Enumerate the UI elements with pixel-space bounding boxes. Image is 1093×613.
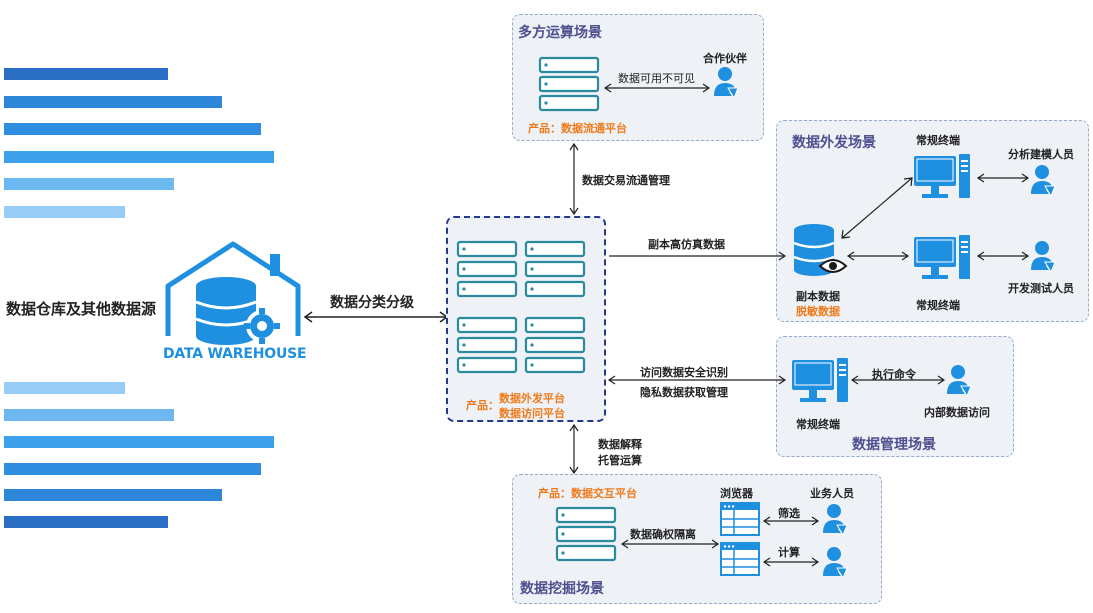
compute-label: 计算 — [778, 546, 800, 559]
business-person-icon — [823, 547, 848, 580]
isolation-arrow — [620, 539, 720, 549]
center-product-prefix: 产品： — [466, 399, 499, 412]
mining-product: 产品：数据交互平台 — [538, 487, 637, 500]
replica-link-label: 副本高仿真数据 — [648, 238, 725, 251]
analyst-label: 分析建模人员 — [1008, 148, 1074, 161]
desktop-computer-icon — [792, 358, 848, 402]
desktop-computer-icon — [914, 154, 970, 198]
trade-vertical-arrow — [569, 142, 579, 216]
mining-scene-title: 数据挖掘场景 — [520, 581, 604, 597]
internal-access-label: 内部数据访问 — [924, 406, 990, 419]
db-to-terminal2-arrow — [846, 251, 910, 261]
bar — [4, 178, 174, 190]
filter-arrow — [762, 516, 820, 526]
masked-label: 脱敏数据 — [796, 305, 840, 318]
bar — [4, 463, 261, 475]
security-link-line1: 访问数据安全识别 — [640, 366, 728, 379]
tester-label: 开发测试人员 — [1008, 282, 1074, 295]
compute-arrow — [762, 557, 820, 567]
classification-label: 数据分类分级 — [330, 295, 414, 311]
server-rack-icon — [456, 240, 586, 374]
bar — [4, 206, 125, 218]
server-stack-icon — [538, 56, 600, 112]
security-link-line2: 隐私数据获取管理 — [640, 386, 728, 399]
database-eye-icon — [793, 224, 848, 276]
desktop-computer-icon — [914, 235, 970, 279]
internal-person-icon — [947, 365, 972, 398]
server-stack-icon — [555, 506, 617, 562]
outbound-scene-title: 数据外发场景 — [792, 135, 876, 151]
business-label: 业务人员 — [810, 487, 854, 500]
db-to-terminal-arrow — [841, 177, 913, 239]
terminal-to-tester-arrow — [976, 251, 1030, 261]
mining-vertical-arrow — [569, 423, 579, 475]
mgmt-scene-title: 数据管理场景 — [852, 437, 936, 453]
bar — [4, 96, 222, 108]
browser-window-icon — [720, 502, 760, 536]
bar — [4, 151, 274, 163]
center-product-line2: 数据访问平台 — [499, 407, 565, 420]
mpc-link-arrow — [603, 83, 711, 93]
bar — [4, 68, 168, 80]
command-arrow — [850, 375, 946, 385]
filter-label: 筛选 — [778, 507, 800, 520]
outbound-scene-panel — [776, 120, 1089, 322]
bar — [4, 516, 168, 528]
replica-arrow — [609, 251, 787, 261]
mining-link-line2: 托管运算 — [598, 454, 642, 467]
mpc-product: 产品：数据流通平台 — [528, 122, 627, 135]
bar — [4, 489, 222, 501]
command-label: 执行命令 — [872, 368, 916, 381]
business-person-icon — [823, 504, 848, 537]
bar — [4, 436, 274, 448]
terminal-to-analyst-arrow — [976, 173, 1030, 183]
analyst-person-icon — [1031, 165, 1056, 198]
center-product-line1: 数据外发平台 — [499, 392, 565, 405]
source-label: 数据仓库及其他数据源 — [6, 300, 157, 318]
warehouse-caption: DATA WAREHOUSE — [163, 346, 307, 362]
replica-label: 副本数据 — [796, 290, 840, 303]
browser-label: 浏览器 — [720, 487, 753, 500]
bar — [4, 123, 261, 135]
mining-link-line1: 数据解释 — [598, 438, 642, 451]
terminal-bottom-label: 常规终端 — [916, 299, 960, 312]
mgmt-terminal-label: 常规终端 — [796, 418, 840, 431]
browser-window-icon — [720, 542, 760, 576]
house-database-gear-icon — [165, 241, 301, 345]
security-arrow — [607, 375, 787, 385]
mpc-scene-title: 多方运算场景 — [518, 25, 602, 41]
partner-label: 合作伙伴 — [703, 52, 747, 65]
trade-link-label: 数据交易流通管理 — [582, 174, 670, 187]
terminal-top-label: 常规终端 — [916, 134, 960, 147]
bar — [4, 409, 174, 421]
mpc-link-label: 数据可用不可见 — [618, 72, 695, 85]
partner-person-icon — [714, 67, 739, 100]
isolation-label: 数据确权隔离 — [630, 528, 696, 541]
tester-person-icon — [1031, 241, 1056, 274]
bar — [4, 382, 125, 394]
